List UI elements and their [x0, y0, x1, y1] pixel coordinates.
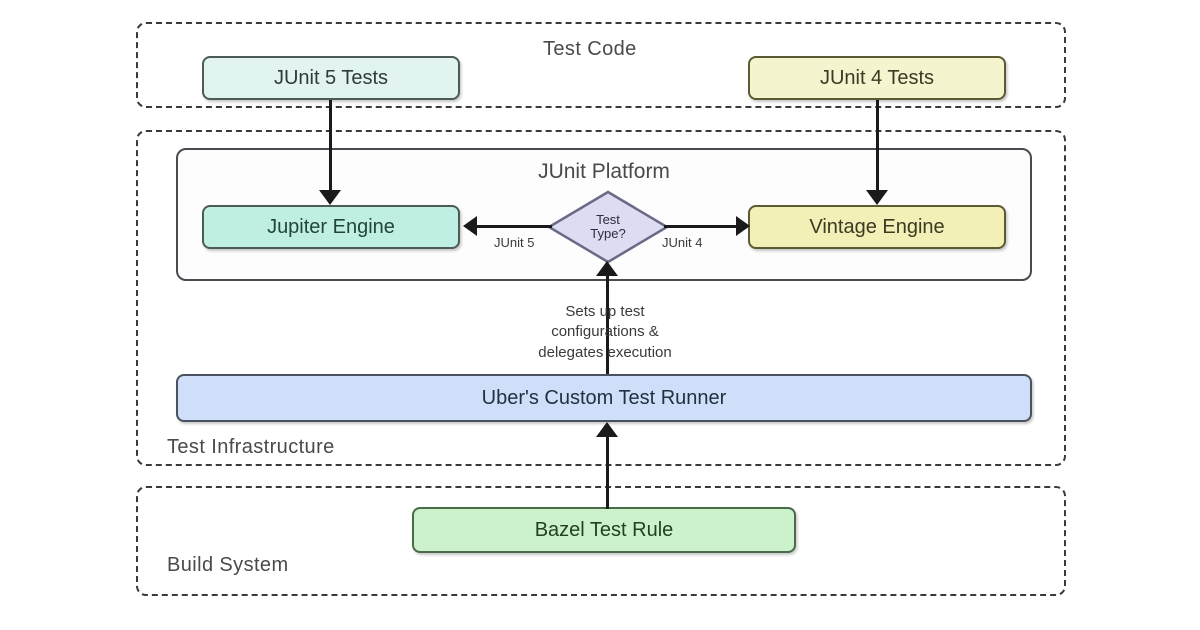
- edge-bazel-to-runner-line: [606, 433, 609, 509]
- edge-label-junit5: JUnit 5: [494, 235, 535, 250]
- group-build-system-label: Build System: [167, 554, 289, 576]
- group-test-code-label: Test Code: [543, 38, 637, 60]
- group-build-system: [136, 486, 1066, 596]
- edge-label-junit4: JUnit 4: [662, 235, 703, 250]
- edge-runner-to-testtype-line: [606, 272, 609, 374]
- node-custom-test-runner[interactable]: Uber's Custom Test Runner: [176, 374, 1032, 422]
- edge-testtype-to-jupiter-arrowhead: [463, 216, 477, 236]
- panel-junit-platform-title: JUnit Platform: [538, 160, 670, 183]
- group-test-infrastructure-label: Test Infrastructure: [167, 436, 335, 458]
- group-test-code: [136, 22, 1066, 108]
- node-junit4-tests[interactable]: JUnit 4 Tests: [748, 56, 1006, 100]
- note-line-3: delegates execution: [538, 343, 672, 361]
- diamond-shape-icon: [546, 190, 670, 264]
- edge-runner-to-testtype-arrowhead: [596, 261, 618, 276]
- group-test-infrastructure: [136, 130, 1066, 466]
- edge-bazel-to-runner-arrowhead: [596, 422, 618, 437]
- note-line-2: configurations &: [551, 323, 659, 341]
- edge-testtype-to-jupiter-line: [476, 225, 552, 228]
- edge-junit5-to-jupiter-arrowhead: [319, 190, 341, 205]
- node-junit5-tests[interactable]: JUnit 5 Tests: [202, 56, 460, 100]
- edge-junit4-to-vintage-arrowhead: [866, 190, 888, 205]
- node-bazel-test-rule[interactable]: Bazel Test Rule: [412, 507, 796, 553]
- node-jupiter-engine[interactable]: Jupiter Engine: [202, 205, 460, 249]
- note-runner-delegates: Sets up test configurations & delegates …: [480, 302, 730, 363]
- edge-junit4-to-vintage-line: [876, 100, 879, 192]
- edge-testtype-to-vintage-line: [664, 225, 740, 228]
- edge-testtype-to-vintage-arrowhead: [736, 216, 750, 236]
- note-line-1: Sets up test: [565, 303, 645, 320]
- node-vintage-engine[interactable]: Vintage Engine: [748, 205, 1006, 249]
- node-test-type-decision[interactable]: Test Type?: [546, 189, 670, 265]
- edge-junit5-to-jupiter-line: [329, 100, 332, 192]
